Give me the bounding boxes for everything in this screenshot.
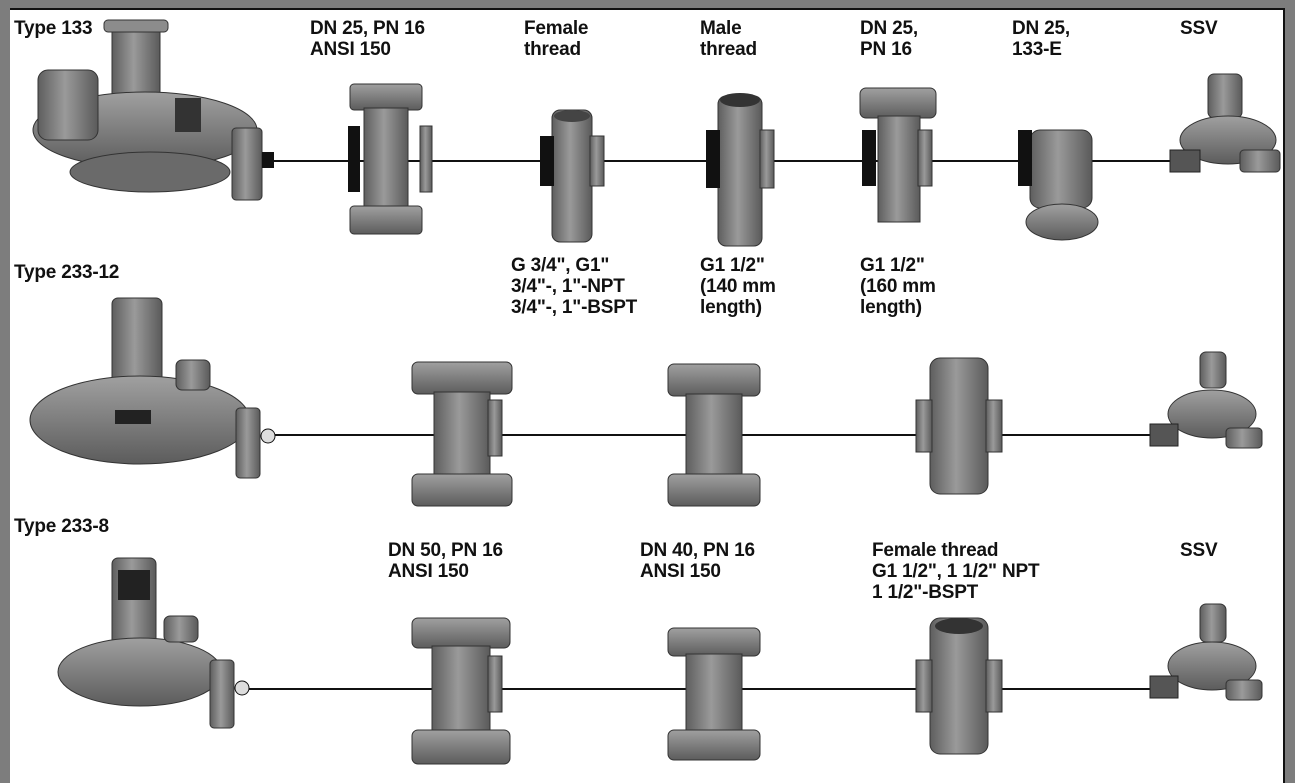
female-thread-tee-row-3 xyxy=(915,617,1003,755)
label-dn50-pn16-ansi150: DN 50, PN 16 ANSI 150 xyxy=(388,540,503,582)
regulator-type-233-8 xyxy=(57,557,250,729)
threaded-tee-row-2 xyxy=(915,357,1003,495)
label-male-thread: Male thread xyxy=(700,18,757,60)
flanged-tee-dn50 xyxy=(411,617,511,765)
type-label-233-12: Type 233-12 xyxy=(14,262,120,283)
label-ssv-row-3: SSV xyxy=(1180,540,1218,561)
elbow-133e xyxy=(1018,129,1099,241)
flanged-tee-row-2a xyxy=(411,361,513,507)
regulator-type-233-12 xyxy=(29,297,276,479)
flanged-tee-dn40 xyxy=(667,627,761,761)
label-dn25-pn16: DN 25, PN 16 xyxy=(860,18,918,60)
label-dn40-pn16-ansi150: DN 40, PN 16 ANSI 150 xyxy=(640,540,755,582)
sub-label-dn25-size: G1 1/2" (160 mm length) xyxy=(860,255,936,318)
type-label-233-8: Type 233-8 xyxy=(14,516,109,537)
flanged-cross-dn25 xyxy=(859,87,937,223)
ssv-row-2 xyxy=(1149,351,1263,449)
label-female-thread: Female thread xyxy=(524,18,589,60)
sub-label-male-thread-size: G1 1/2" (140 mm length) xyxy=(700,255,776,318)
ssv-row-3 xyxy=(1149,603,1263,701)
label-dn25-pn16-ansi150: DN 25, PN 16 ANSI 150 xyxy=(310,18,425,60)
flanged-tee-dn25 xyxy=(348,83,433,235)
male-thread-cross xyxy=(706,93,775,247)
regulator-type-133 xyxy=(32,19,274,201)
label-ssv-row-1: SSV xyxy=(1180,18,1218,39)
ssv-row-1 xyxy=(1169,73,1281,173)
sub-label-female-thread-sizes: G 3/4", G1" 3/4"-, 1"-NPT 3/4"-, 1"-BSPT xyxy=(511,255,638,318)
type-label-133: Type 133 xyxy=(14,18,93,39)
female-thread-cross xyxy=(540,109,605,243)
label-dn25-133e: DN 25, 133-E xyxy=(1012,18,1070,60)
top-tab xyxy=(0,0,290,8)
flanged-tee-row-2b xyxy=(667,363,761,507)
label-female-thread-row-3: Female thread G1 1/2", 1 1/2" NPT 1 1/2"… xyxy=(872,540,1040,603)
left-border xyxy=(0,0,10,783)
